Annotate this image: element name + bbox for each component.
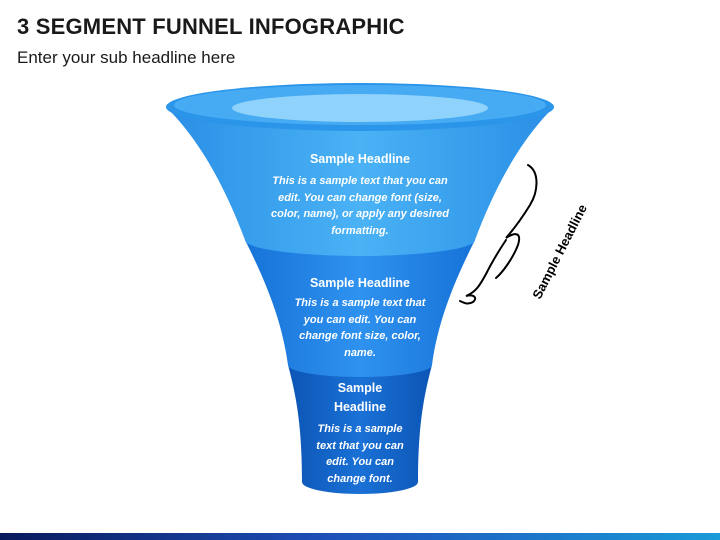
segment-3-body: This is a sample text that you can edit.… — [316, 423, 404, 485]
slide-title: 3 SEGMENT FUNNEL INFOGRAPHIC — [17, 14, 405, 39]
funnel-opening — [232, 94, 488, 122]
footer-bar — [0, 533, 720, 540]
funnel-segment-3 — [288, 365, 432, 494]
segment-1-text: Sample Headline This is a sample text th… — [262, 150, 458, 239]
slide-subtitle: Enter your sub headline here — [17, 48, 236, 67]
segment-1-headline: Sample Headline — [309, 152, 411, 166]
funnel-segment-2 — [245, 240, 475, 377]
segment-2-headline: Sample Headline — [309, 276, 411, 290]
segment-2-body: This is a sample text that you can edit.… — [294, 297, 426, 359]
segment-2-text: Sample Headline This is a sample text th… — [290, 274, 430, 361]
bracket-lower — [459, 239, 507, 305]
bracket-upper — [495, 164, 538, 279]
segment-1-body: This is a sample text that you can edit.… — [271, 175, 449, 237]
funnel-segment-1 — [166, 107, 554, 256]
segment-3-headline: Sample Headline — [333, 381, 387, 414]
segment-3-text: Sample Headline This is a sample text th… — [310, 379, 410, 487]
bracket-label: Sample Headline — [529, 202, 590, 302]
